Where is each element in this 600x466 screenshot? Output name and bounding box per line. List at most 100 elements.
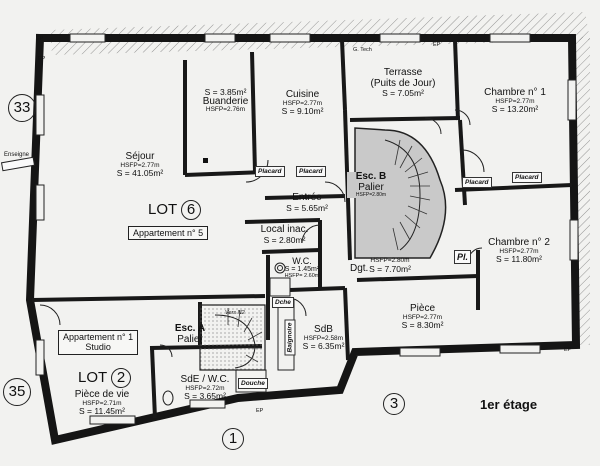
room-sde-wc: SdE / W.C. HSFP=2.72m S = 3.65m² [175,374,235,402]
staircase-b [354,127,447,259]
room-area: S = 1.45m² [284,266,320,274]
room-local-inac: Local inac. S = 2.80m² [252,224,317,245]
room-name: W.C. [292,256,312,266]
placard-pl-tag: Pl. [454,250,472,264]
room-dgt: HSFP=2.80m S = 7.70m² [350,257,430,274]
room-area: S = 9.10m² [281,106,324,117]
room-area: S = 13.20m² [491,104,539,115]
room-sejour: Séjour HSFP=2.77m S = 41.05m² [100,151,180,179]
street-number-35: 35 [3,378,31,406]
lot-label: LOT [78,369,107,386]
pillar [203,158,208,163]
room-hsfp: HSFP=2.76m [205,106,246,114]
ep-mark: EP [433,42,441,48]
room-hsfp: HSFP=2.77m [402,313,443,321]
room-entree: Entrée S = 5.65m² [272,192,342,213]
vers-n2-label: Vers N2 [225,310,245,316]
room-hsfp: HSFP=2.77m [499,247,539,255]
ep-mark: EP [564,347,572,353]
lot-number-circle: 6 [181,200,202,220]
room-hsfp: HSFP=2.72m [185,384,225,392]
room-hsfp: HSFP=2.80m [370,257,410,264]
room-hsfp: HSFP=2.58m [303,334,344,342]
room-area: S = 6.35m² [302,341,345,352]
douche-tag: Douche [238,378,268,389]
room-area: S = 7.70m² [369,263,411,274]
windows [35,33,579,425]
ep-mark: EP [256,408,264,414]
room-area: S = 41.05m² [116,168,164,179]
stair-name: Esc. A [174,323,206,334]
room-name: Séjour [125,151,155,162]
room-cuisine: Cuisine HSFP=2.77m S = 9.10m² [265,89,340,117]
room-sdb: SdB HSFP=2.58m S = 6.35m² [296,324,351,352]
room-name: SdE / W.C. [180,374,230,385]
room-area: S = 3.85m² [204,87,247,97]
room-name: Pièce [409,303,435,314]
room-piece-de-vie: Pièce de vie HSFP=2.71m S = 11.45m² [62,389,142,417]
room-area: S = 11.80m² [496,254,542,265]
stair-hsfp: HSFP=2.80m [355,192,387,198]
room-name: Buanderie [202,95,249,107]
room-buanderie: S = 3.85m² Buanderie HSFP=2.76m [198,88,253,114]
lot-number-circle: 2 [111,368,132,388]
ep-mark: EP [36,36,44,42]
stair-b-label: Esc. B Palier HSFP=2.80m [347,171,395,199]
room-chambre-2: Chambre n° 2 HSFP=2.77m S = 11.80m² [474,237,564,265]
room-hsfp: HSFP= 2.60m [284,272,320,279]
placard-sejour: Placard [255,166,285,177]
lot-6-apartment: Appartement n° 5 [128,226,209,241]
apartment-name: Appartement n° 1 [63,332,134,342]
lot-label: LOT [148,201,177,218]
placard-entree: Placard [296,166,326,177]
room-area: S = 3.65m² [184,391,226,402]
ep-mark: EP [38,56,46,62]
room-area: S = 11.45m² [79,406,125,417]
room-name: Chambre n° 1 [484,87,546,98]
room-hsfp: HSFP=2.77m [120,161,160,169]
room-wc: W.C. S = 1.45m² HSFP= 2.60m [284,256,320,280]
lot-2-apartment: Appartement n° 1 Studio [58,330,139,355]
street-number-3: 3 [383,393,405,415]
room-hsfp: HSFP=2.77m [282,99,323,107]
lot-2-title: LOT 2 [78,368,132,388]
floor-label: 1er étage [480,397,538,412]
room-name: Local inac. [260,224,309,235]
room-hsfp: HSFP=2.77m [495,97,535,105]
gtech-label: G. Tech [353,47,372,53]
room-area: S = 5.65m² [286,202,328,213]
room-name: Pièce de vie [74,389,130,400]
room-piece: Pièce HSFP=2.77m S = 8.30m² [385,303,460,331]
room-name: Cuisine [285,89,320,100]
interior-walls [31,39,573,419]
room-area: S = 2.80m² [263,234,306,245]
placard-chambre-1-a: Placard [462,177,492,188]
street-number-33: 33 [8,94,36,122]
room-terrasse: Terrasse (Puits de Jour) S = 7.05m² [358,67,448,98]
enseigne-label: Enseigne [4,152,30,158]
room-hsfp: HSFP=2.71m [82,399,122,407]
stair-landing: Palier [177,333,203,345]
stair-name: Esc. B [355,171,387,182]
placard-chambre-1-b: Placard [512,172,542,183]
facade-hatch [50,12,590,55]
lot-6-title: LOT 6 [148,200,202,220]
stair-a-label: Esc. A Palier [172,323,208,345]
street-number-1: 1 [222,428,244,450]
enseigne-sign [0,156,36,172]
baignoire-tag: Baignoire [284,319,296,356]
room-name: Entrée [292,192,322,203]
room-subname: (Puits de Jour) [370,77,436,89]
dche-tag: Dche [272,297,294,308]
room-name: Terrasse [383,67,423,78]
room-area: S = 8.30m² [401,320,444,331]
apartment-type: Studio [85,342,111,353]
room-name: SdB [314,324,333,335]
room-area: S = 7.05m² [382,88,424,98]
stair-landing: Palier [358,181,384,193]
room-name: Chambre n° 2 [488,237,550,248]
room-chambre-1: Chambre n° 1 HSFP=2.77m S = 13.20m² [470,87,560,115]
staircase-a [199,304,266,371]
dgt-name: Dgt. [350,263,369,274]
